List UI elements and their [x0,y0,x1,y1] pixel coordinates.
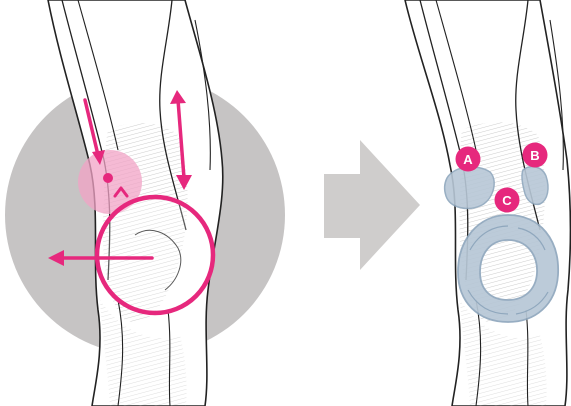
pad-c-badge: C [495,188,520,213]
pain-dot-icon [103,173,113,183]
pad-b-label: B [530,148,539,163]
right-arrow-icon [324,140,420,270]
pad-a-shape [445,167,495,209]
left-knee-illustration [5,0,285,406]
pad-c-label: C [502,193,512,208]
right-knee-illustration: A B C [405,0,571,406]
pad-a-badge: A [456,147,481,172]
pad-a-label: A [463,152,473,167]
pad-b-badge: B [523,143,548,168]
patella-circle-icon [97,197,213,313]
